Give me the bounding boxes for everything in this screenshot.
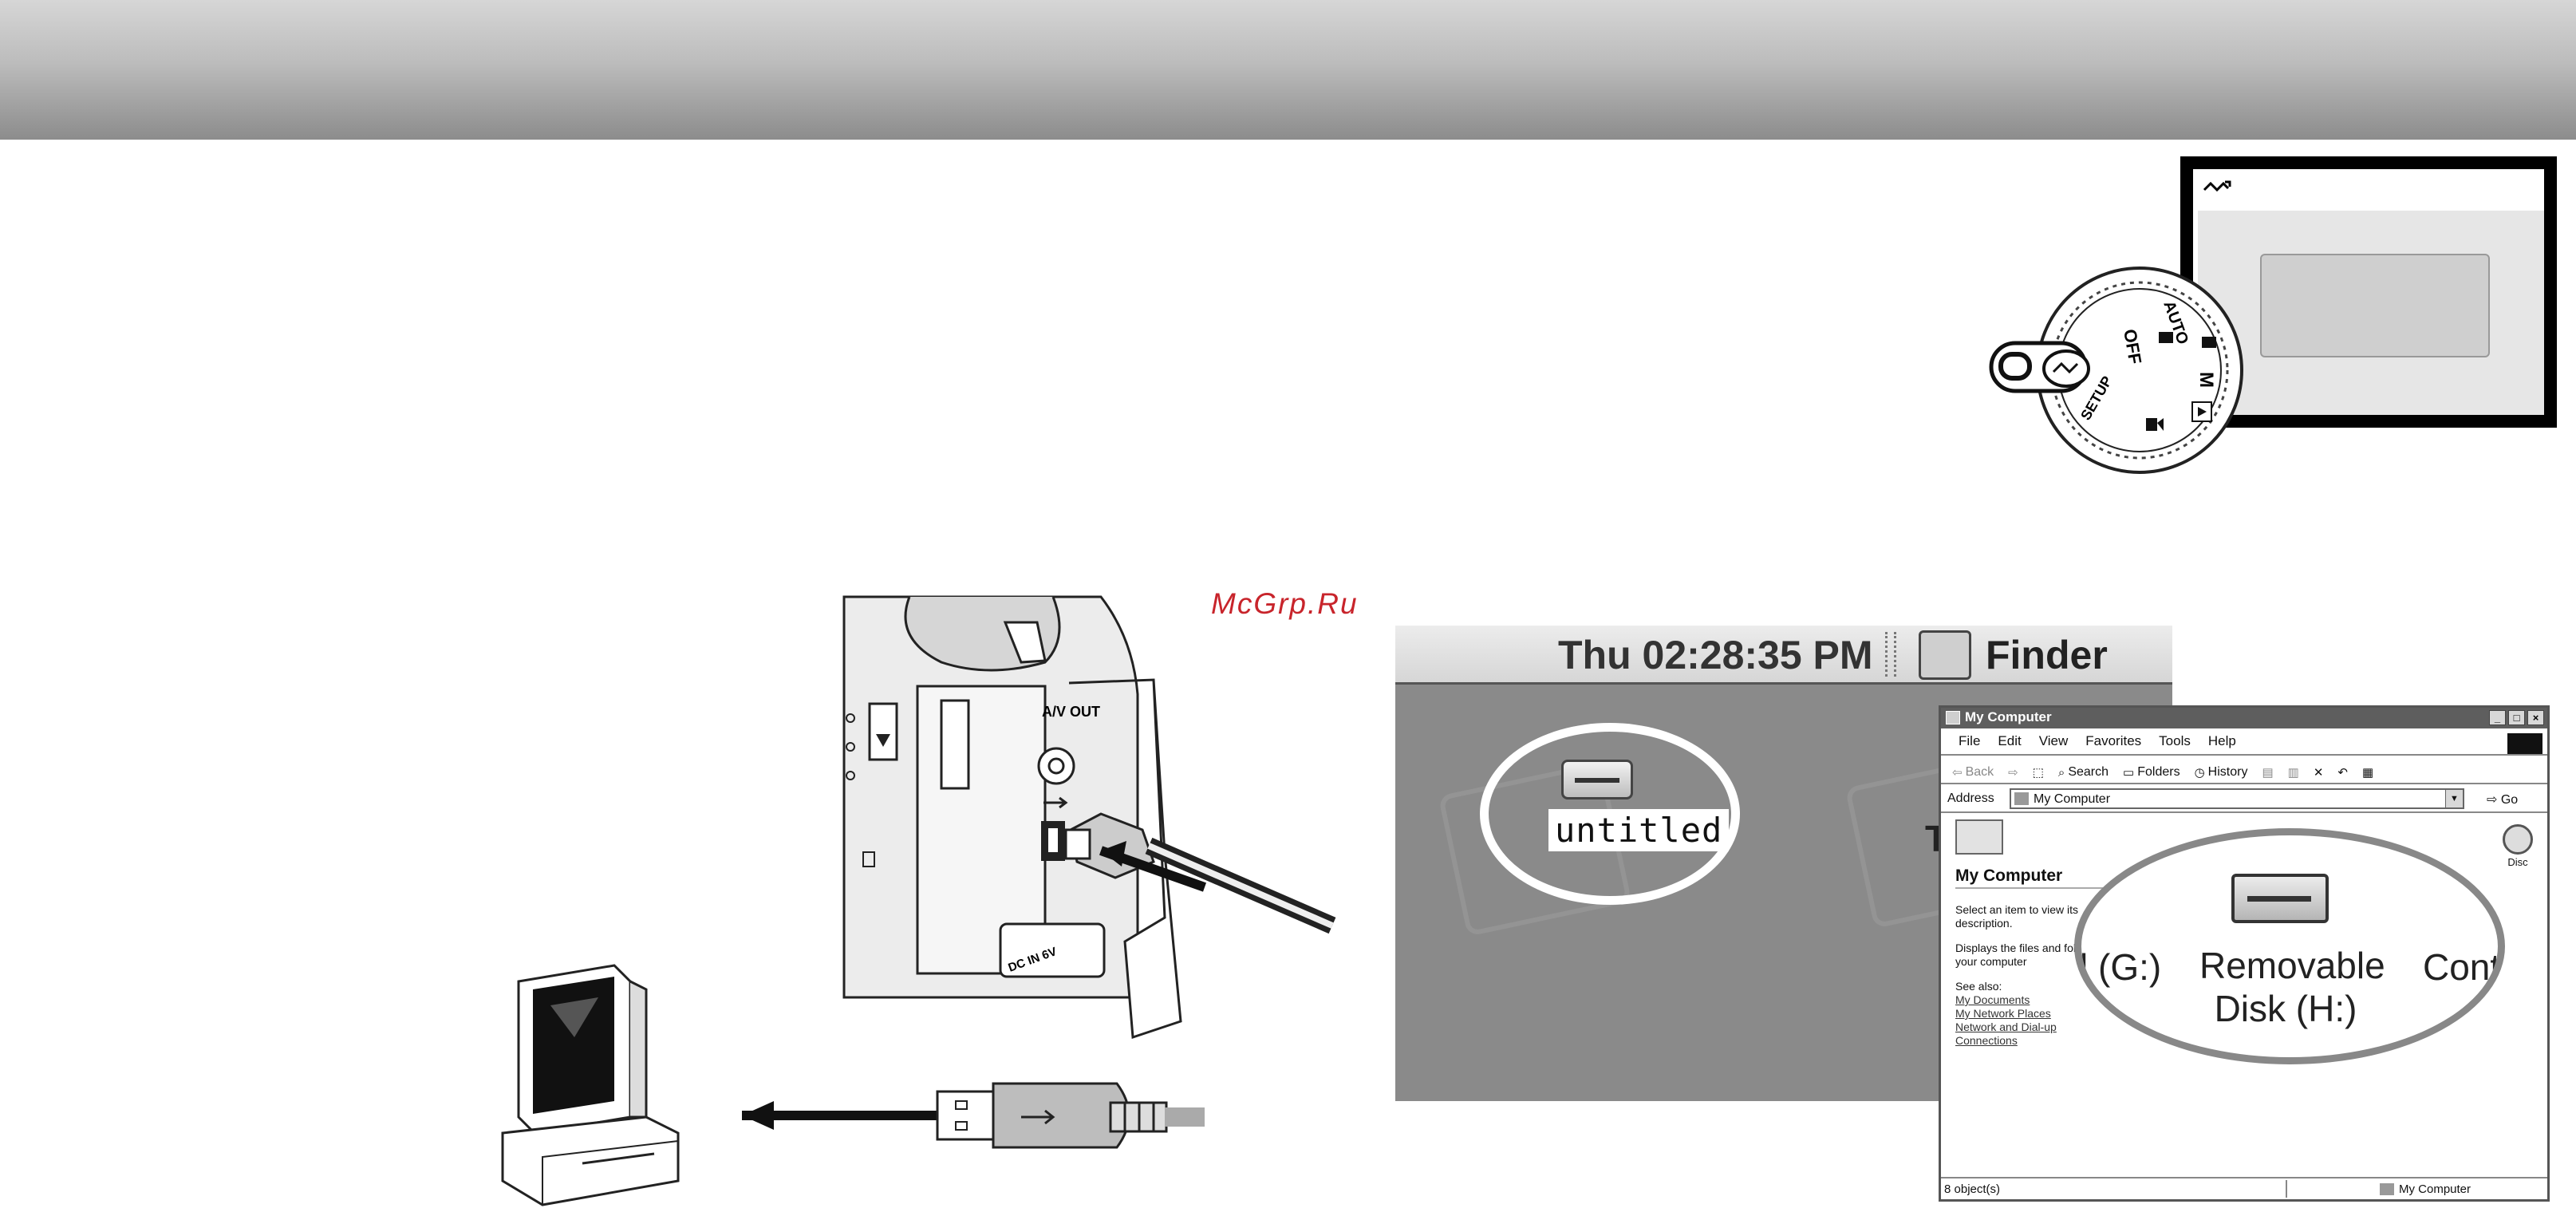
mac-app-name[interactable]: Finder: [1986, 633, 2108, 677]
address-label: Address: [1947, 792, 1994, 805]
connector-cover: [1068, 678, 1182, 1040]
mac-menu-bar: Thu 02:28:35 PM Finder: [1395, 626, 2172, 685]
data-transfer-icon: [2203, 180, 2231, 192]
folders-button[interactable]: ▭ Folders: [2123, 765, 2180, 780]
menu-file[interactable]: File: [1959, 733, 1981, 748]
close-button[interactable]: ×: [2527, 710, 2544, 725]
maximize-button[interactable]: □: [2508, 710, 2525, 725]
menu-favorites[interactable]: Favorites: [2085, 733, 2142, 748]
forward-arrow-icon: ⇨: [2008, 766, 2018, 780]
window-title-bar: My Computer _ □ ×: [1941, 708, 2547, 728]
link-my-network-places[interactable]: My Network Places: [1955, 1007, 2051, 1020]
window-menu-bar: File Edit View Favorites Tools Help: [1941, 730, 2547, 756]
zoom-highlight-oval: l (G:) Removable Disk (H:) Cont: [2074, 828, 2505, 1064]
copy-to-button[interactable]: ▥: [2288, 762, 2299, 783]
undo-icon: ↶: [2337, 766, 2348, 780]
link-my-documents[interactable]: My Documents: [1955, 993, 2030, 1006]
history-button[interactable]: ◷ History: [2194, 765, 2248, 780]
folders-icon: ▭: [2123, 766, 2135, 780]
status-divider: [2286, 1180, 2287, 1198]
cd-drive-icon: [2503, 824, 2533, 855]
menu-tools[interactable]: Tools: [2159, 733, 2191, 748]
usb-symbol-icon: [1021, 1109, 1055, 1125]
camera-icon-m: [2202, 337, 2216, 348]
computer-illustration: [501, 964, 680, 1206]
mode-dial: OFF AUTO M SETUP: [1989, 266, 2243, 474]
usb-connection-illustration: A/V OUT DC IN 6V: [501, 595, 1336, 1206]
go-arrow-icon: ⇨: [2487, 793, 2498, 807]
menu-separator: [1885, 632, 1896, 677]
undo-button[interactable]: ↶: [2337, 762, 2348, 783]
header-bar: [0, 0, 2576, 140]
windows-logo-icon: [2507, 733, 2542, 754]
window-title: My Computer: [1965, 709, 2052, 724]
dial-label-m: M: [2195, 372, 2217, 388]
my-computer-icon: [1946, 711, 1960, 724]
up-button[interactable]: ⬚: [2033, 762, 2044, 783]
address-input[interactable]: My Computer ▼: [2010, 788, 2464, 809]
my-computer-icon: [2014, 792, 2029, 805]
copy-to-icon: ▥: [2287, 766, 2299, 780]
go-button[interactable]: ⇨ Go: [2487, 793, 2519, 807]
movie-icon: [2146, 418, 2164, 431]
pane-description: Select an item to view its description.: [1955, 903, 2079, 930]
see-also-label: See also:: [1955, 980, 2002, 993]
back-button[interactable]: ⇦ Back: [1952, 765, 1994, 780]
lcd-menu-panel: [2260, 254, 2490, 357]
camera-body: A/V OUT DC IN 6V: [842, 595, 1182, 1040]
pane-description-2: Displays the files and folders on your c…: [1955, 942, 2113, 968]
usb-plug-camera-side: [1064, 812, 1336, 934]
computer-icon: [1955, 819, 2003, 855]
delete-button[interactable]: ✕: [2314, 762, 2324, 783]
menu-help[interactable]: Help: [2207, 733, 2236, 748]
status-object-count: 8 object(s): [1944, 1182, 2001, 1196]
menu-edit[interactable]: Edit: [1998, 733, 2022, 748]
removable-disk-label[interactable]: Removable Disk (H:): [2199, 945, 2385, 1029]
usb-symbol-icon: [1043, 796, 1068, 809]
dial-index-mark: [1998, 352, 2032, 381]
lcd-screen: [2198, 211, 2544, 415]
av-out-label: A/V OUT: [1042, 704, 1100, 720]
chevron-down-icon[interactable]: ▼: [2445, 790, 2463, 807]
camera-lcd-monitor: [2180, 156, 2557, 428]
pane-heading: My Computer: [1955, 867, 2115, 889]
address-value: My Computer: [2034, 792, 2111, 806]
status-location: My Computer: [2399, 1182, 2471, 1196]
status-bar: 8 object(s) My Computer: [1941, 1177, 2547, 1199]
cd-drive-item[interactable]: Disc: [2503, 824, 2533, 868]
finder-icon[interactable]: [1919, 630, 1971, 680]
my-computer-icon: [2380, 1183, 2394, 1195]
views-button[interactable]: ▦: [2362, 762, 2373, 783]
minimize-button[interactable]: _: [2489, 710, 2506, 725]
watermark: McGrp.Ru: [1211, 587, 1359, 620]
move-to-icon: ▤: [2262, 766, 2274, 780]
cd-drive-label: Disc: [2507, 856, 2528, 868]
views-icon: ▦: [2361, 766, 2374, 780]
move-to-button[interactable]: ▤: [2262, 762, 2273, 783]
removable-disk-icon[interactable]: [2231, 874, 2329, 923]
search-icon: ⌕: [2057, 765, 2065, 780]
delete-icon: ✕: [2313, 766, 2324, 780]
forward-button[interactable]: ⇨: [2008, 762, 2018, 783]
search-button[interactable]: ⌕ Search: [2057, 765, 2109, 780]
window-toolbar: ⇦ Back ⇨ ⬚ ⌕ Search ▭ Folders ◷ History …: [1941, 757, 2547, 784]
back-arrow-icon: ⇦: [1952, 766, 1963, 780]
menu-view[interactable]: View: [2038, 733, 2069, 748]
history-icon: ◷: [2194, 766, 2205, 780]
address-bar: Address My Computer ▼ ⇨ Go: [1941, 786, 2547, 813]
highlight-circle: [1480, 723, 1740, 905]
camera-icon: [2159, 332, 2173, 343]
left-info-pane: My Computer Select an item to view its d…: [1955, 819, 2115, 1048]
drive-g-label: l (G:): [2080, 946, 2162, 988]
usb-plug-computer-side: [742, 1082, 1205, 1149]
link-network-connections[interactable]: Network and Dial-up Connections: [1955, 1021, 2057, 1047]
control-panel-label: Cont: [2423, 946, 2501, 988]
up-folder-icon: ⬚: [2032, 766, 2044, 780]
mac-clock: Thu 02:28:35 PM: [1558, 633, 1873, 677]
